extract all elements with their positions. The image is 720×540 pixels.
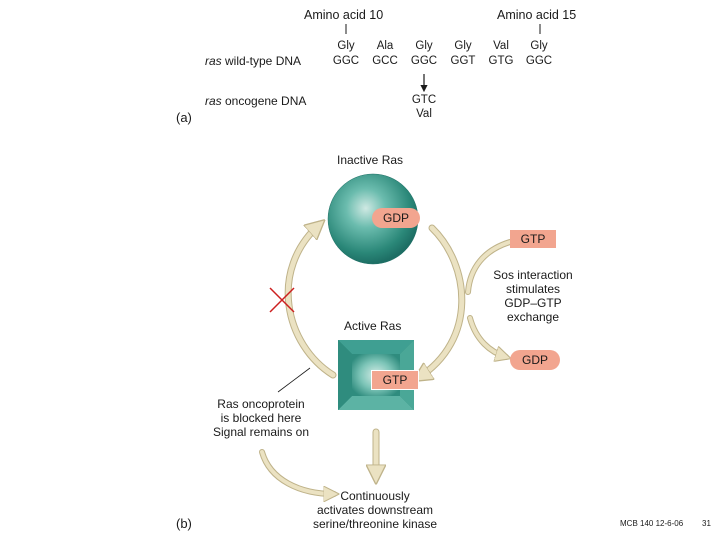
oncogene-label-text: oncogene DNA bbox=[221, 94, 307, 108]
wildtype-label-text: wild-type DNA bbox=[221, 54, 302, 68]
part-b-label: (b) bbox=[176, 516, 192, 531]
amino-acid-4: Gly bbox=[454, 40, 472, 52]
mutant-codon: GTC bbox=[411, 94, 437, 106]
blocked-leader-line bbox=[277, 367, 311, 393]
codon-2: GCC bbox=[372, 55, 398, 67]
amino-acid-5: Val bbox=[493, 40, 509, 52]
amino-acid-3: Gly bbox=[415, 40, 433, 52]
amino-acid-15-header: Amino acid 15 bbox=[497, 8, 577, 22]
oncogene-dna-label: ras oncogene DNA bbox=[205, 94, 306, 108]
codon-3: GGC bbox=[410, 55, 438, 67]
wildtype-label-gene: ras bbox=[205, 54, 222, 68]
amino-acid-2: Ala bbox=[376, 40, 394, 52]
inactive-ras-title: Inactive Ras bbox=[337, 153, 404, 167]
wildtype-dna-label: ras wild-type DNA bbox=[205, 54, 301, 68]
block-cross-icon bbox=[269, 287, 295, 313]
gdp-out-badge: GDP bbox=[510, 350, 560, 370]
exchange-text: Sos interaction stimulates GDP–GTP excha… bbox=[493, 268, 573, 324]
codon-5: GTG bbox=[488, 55, 514, 67]
amino-acid-1: Gly bbox=[337, 40, 355, 52]
right-cycle-arrow bbox=[414, 224, 466, 382]
inactive-gdp-badge: GDP bbox=[372, 208, 420, 228]
footer-page-number: 31 bbox=[702, 519, 711, 528]
codon-6: GGC bbox=[525, 55, 553, 67]
gtp-in-badge: GTP bbox=[510, 230, 556, 248]
downstream-text: Continuously activates downstream serine… bbox=[312, 489, 438, 531]
blocked-text: Ras oncoprotein is blocked here Signal r… bbox=[212, 397, 310, 439]
codon-4: GGT bbox=[450, 55, 476, 67]
part-a-label: (a) bbox=[176, 110, 192, 125]
amino-acid-10-header: Amino acid 10 bbox=[304, 8, 384, 22]
cycle-arrows bbox=[259, 224, 513, 494]
oncogene-label-gene: ras bbox=[205, 94, 222, 108]
footer-course: MCB 140 12-6-06 bbox=[620, 519, 684, 528]
active-gtp-badge: GTP bbox=[371, 370, 419, 390]
amino-acid-6: Gly bbox=[530, 40, 548, 52]
codon-1: GGC bbox=[332, 55, 360, 67]
active-ras-title: Active Ras bbox=[344, 319, 402, 333]
mutant-amino-acid: Val bbox=[416, 108, 432, 120]
